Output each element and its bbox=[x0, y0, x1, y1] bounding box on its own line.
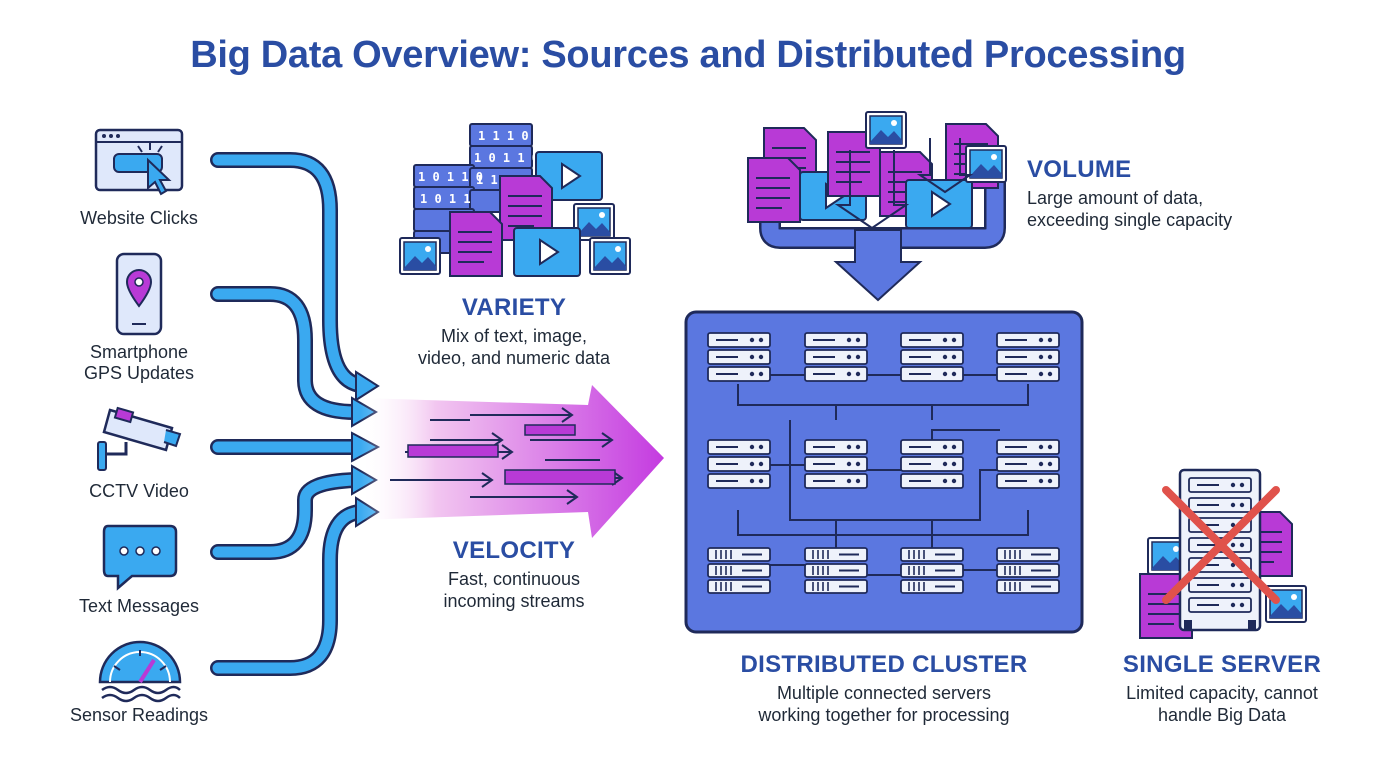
binary-row: 1 0 1 1 bbox=[420, 192, 471, 206]
velocity-description: Fast, continuous incoming streams bbox=[443, 569, 585, 611]
cluster-server-stack bbox=[997, 333, 1059, 381]
single-server-illustration bbox=[1139, 468, 1307, 639]
sensor-gauge-icon bbox=[98, 640, 182, 703]
source-label-sensor-readings: Sensor Readings bbox=[69, 705, 209, 725]
cctv-camera-icon bbox=[97, 406, 182, 471]
single-server-unit bbox=[1188, 497, 1252, 513]
volume-illustration bbox=[747, 111, 1007, 302]
source-label-website-clicks: Website Clicks bbox=[80, 208, 198, 228]
arrow-smartphone-gps bbox=[210, 286, 363, 420]
cluster-server-stack bbox=[997, 440, 1059, 488]
single-server-title: SINGLE SERVER bbox=[1122, 651, 1322, 678]
source-arrows bbox=[210, 152, 381, 676]
arrow-sensor-readings bbox=[210, 504, 368, 676]
single-server-unit bbox=[1188, 597, 1252, 613]
cluster-title: DISTRIBUTED CLUSTER bbox=[740, 651, 1028, 678]
cluster-server-stack bbox=[997, 548, 1059, 593]
single-server-unit bbox=[1188, 577, 1252, 593]
volume-title: VOLUME bbox=[1027, 156, 1132, 183]
single-server-unit bbox=[1188, 477, 1252, 493]
variety-description: Mix of text, image, video, and numeric d… bbox=[417, 326, 611, 368]
browser-click-icon bbox=[94, 128, 184, 196]
variety-title: VARIETY bbox=[461, 294, 567, 321]
cluster-server-stack bbox=[805, 333, 867, 381]
cluster-server-stack bbox=[805, 548, 867, 593]
arrow-website-clicks bbox=[210, 152, 368, 393]
cluster-server-stack bbox=[805, 440, 867, 488]
cluster-server-stack bbox=[901, 440, 963, 488]
cluster-server-stack bbox=[708, 333, 770, 381]
binary-row: 1 0 1 1 0 bbox=[418, 170, 483, 184]
variety-illustration: 1 1 1 0 1 0 1 1 0 1 0 1 1 0 1 1 1 0 1 0 … bbox=[399, 123, 631, 277]
arrow-text-messages bbox=[210, 472, 363, 560]
binary-row: 1 0 1 1 0 bbox=[474, 151, 539, 165]
distributed-cluster bbox=[684, 310, 1084, 634]
cross-icon bbox=[1162, 486, 1280, 604]
volume-description: Large amount of data, exceeding single c… bbox=[1027, 188, 1233, 230]
source-label-text-messages: Text Messages bbox=[78, 596, 200, 616]
cluster-description: Multiple connected servers working toget… bbox=[758, 683, 1010, 725]
velocity-title: VELOCITY bbox=[452, 537, 576, 564]
velocity-arrow bbox=[360, 385, 664, 538]
binary-row: 1 1 1 0 bbox=[478, 129, 529, 143]
cluster-server-stack bbox=[708, 548, 770, 593]
cluster-server-stack bbox=[708, 440, 770, 488]
cluster-server-stack bbox=[901, 333, 963, 381]
source-label-cctv-video: CCTV Video bbox=[89, 481, 189, 501]
source-label-smartphone-gps: Smartphone GPS Updates bbox=[83, 342, 195, 383]
cluster-server-stack bbox=[901, 548, 963, 593]
single-server-description: Limited capacity, cannot handle Big Data bbox=[1126, 683, 1318, 725]
chat-bubble-icon bbox=[102, 524, 178, 591]
smartphone-gps-icon bbox=[115, 252, 163, 336]
page-title: Big Data Overview: Sources and Distribut… bbox=[190, 34, 1186, 76]
